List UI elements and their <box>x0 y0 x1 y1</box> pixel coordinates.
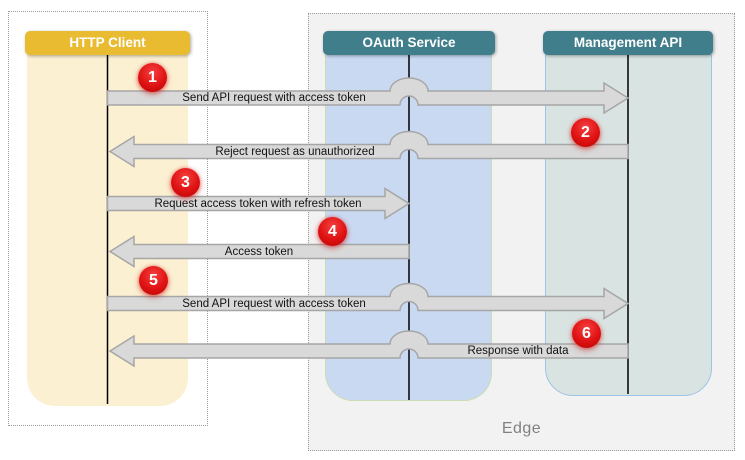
step-badge-1: 1 <box>138 63 167 92</box>
step-badge-5: 5 <box>139 266 168 295</box>
arrow-3-request-access-token <box>106 187 411 220</box>
actor-header-http-client: HTTP Client <box>25 31 190 55</box>
actor-header-management-api: Management API <box>543 31 713 55</box>
message-label-3: Request access token with refresh token <box>154 198 362 210</box>
edge-boundary-label: Edge <box>501 420 542 437</box>
message-label-6: Response with data <box>467 345 569 357</box>
message-label-1: Send API request with access token <box>182 92 366 104</box>
arrow-2-reject-request <box>108 130 629 168</box>
step-badge-2: 2 <box>571 118 600 147</box>
message-label-2: Reject request as unauthorized <box>215 146 375 158</box>
arrow-1-send-api-request <box>106 77 630 115</box>
message-label-4: Access token <box>224 246 294 258</box>
step-badge-3: 3 <box>171 168 200 197</box>
message-label-5: Send API request with access token <box>182 298 366 310</box>
arrow-5-send-api-request <box>106 282 630 320</box>
arrow-6-response-with-data <box>108 330 629 368</box>
step-badge-6: 6 <box>572 319 601 348</box>
step-badge-4: 4 <box>318 217 347 246</box>
arrow-4-access-token <box>108 235 410 268</box>
actor-header-oauth-service: OAuth Service <box>323 31 495 55</box>
